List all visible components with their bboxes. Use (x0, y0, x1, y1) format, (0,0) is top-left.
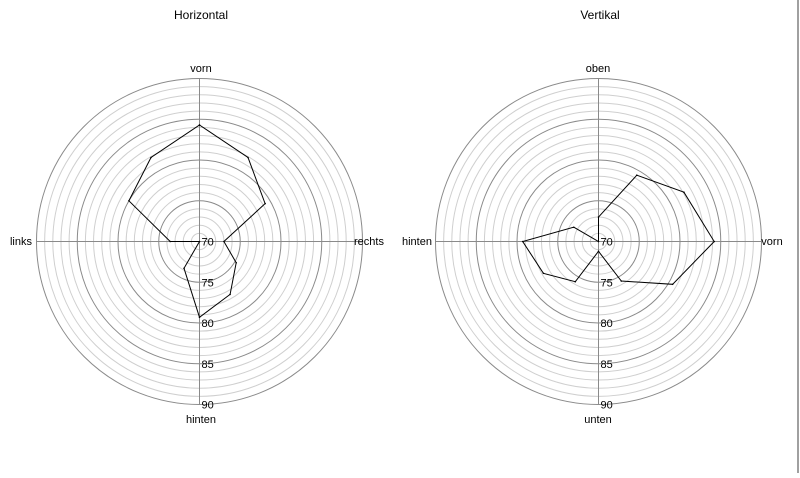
data-point (597, 216, 600, 218)
r-tick-label: 80 (601, 318, 613, 330)
polar-chart-vertikal: Vertikal 70 75 80 85 90 oben vorn unten hint… (402, 8, 783, 426)
data-point (671, 283, 674, 286)
data-point (620, 280, 623, 282)
axis-label-top: oben (586, 63, 610, 75)
axis-label-right: rechts (354, 236, 384, 248)
axis-label-left: links (10, 236, 33, 248)
data-point (223, 240, 225, 243)
data-point (597, 250, 600, 253)
data-point (264, 202, 266, 205)
r-tick-label: 80 (202, 318, 214, 330)
r-tick-label: 90 (202, 400, 214, 412)
axis-label-bottom: unten (584, 414, 612, 426)
data-point (198, 240, 201, 243)
data-point (150, 156, 152, 159)
data-point (574, 280, 577, 283)
data-point (597, 240, 600, 243)
axis-label-bottom: hinten (186, 414, 216, 426)
r-tick-label: 85 (202, 359, 214, 371)
data-point (183, 267, 185, 270)
data-point (683, 191, 685, 193)
chart-title: Vertikal (580, 8, 619, 22)
r-tick-label: 85 (601, 359, 613, 371)
r-tick-label: 75 (202, 277, 214, 289)
data-point (636, 174, 638, 176)
data-point (235, 261, 238, 264)
r-tick-label: 90 (601, 400, 613, 412)
data-point (542, 272, 545, 275)
data-point (169, 240, 171, 243)
chart-title: Horizontal (174, 8, 228, 22)
r-tick-label: 70 (202, 237, 214, 249)
data-point (128, 199, 130, 202)
polar-chart-horizontal: Horizontal 70 75 80 85 90 vorn rechts hinten… (10, 8, 384, 426)
data-point (247, 156, 249, 159)
data-point (713, 240, 716, 243)
data-point (198, 316, 201, 319)
data-point (198, 124, 201, 126)
axis-label-right: vorn (761, 236, 782, 248)
axis-label-left: hinten (402, 236, 432, 248)
data-point (521, 240, 524, 243)
data-point (572, 226, 575, 229)
r-tick-label: 75 (601, 277, 613, 289)
data-point (229, 293, 231, 296)
axis-label-top: vorn (190, 63, 211, 75)
r-tick-label: 70 (601, 237, 613, 249)
